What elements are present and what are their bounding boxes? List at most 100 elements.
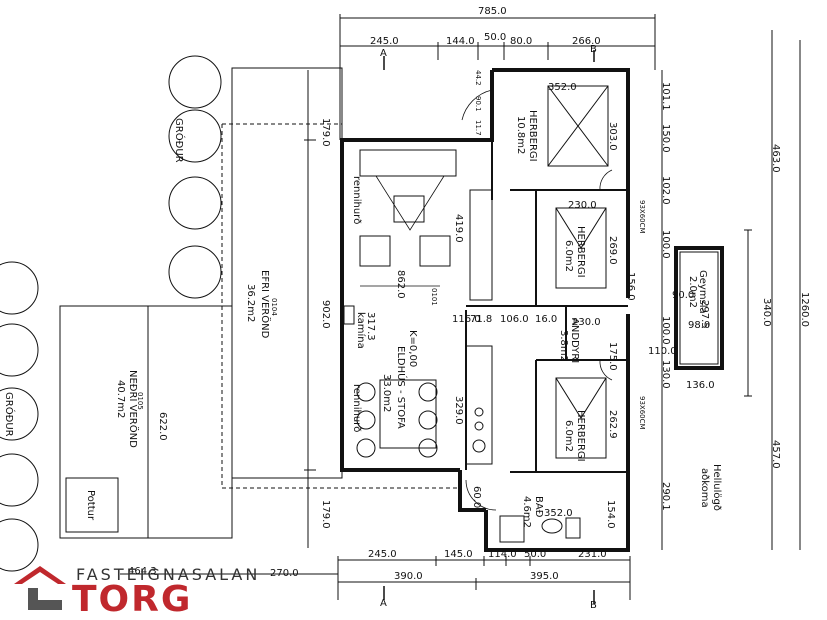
armchair [419, 235, 451, 267]
dim-text: 179.0 [320, 500, 331, 529]
room-name: ELDHÚS - STOFA [395, 346, 408, 429]
room-dim: 317.3 [365, 312, 376, 341]
wall [340, 70, 494, 472]
dim-text: 130.0 [660, 360, 671, 389]
inner-dim: 116.0 [452, 314, 481, 325]
inner-dim: 156.0 [625, 272, 636, 301]
company-logo: FASTEIGNASALAN TORG [14, 565, 260, 620]
view-triangle [360, 175, 445, 287]
inner-dim: 329.0 [453, 396, 464, 425]
overall-width-dim: 785.0 [478, 6, 507, 17]
level-mark: K=0,00 [407, 330, 418, 367]
dim-line [744, 229, 752, 397]
dim-text: 463.0 [770, 144, 781, 173]
room-name: ANDDYRI [569, 318, 580, 363]
dim-text: 457.0 [770, 440, 781, 469]
bed [547, 85, 609, 167]
chair [418, 438, 438, 458]
inner-dim: 44.2 [474, 70, 482, 86]
wall [492, 68, 630, 298]
inner-dim: 16.0 [535, 314, 557, 325]
wall [484, 314, 630, 552]
plant-circle [168, 176, 222, 230]
chair [356, 438, 376, 458]
dim-text: 100.0 [660, 230, 671, 259]
stove-burner [474, 421, 484, 431]
room-name: HERBERGI [575, 410, 586, 462]
chair [418, 382, 438, 402]
room-dim: 262.9 [607, 410, 618, 439]
room-area: 3.8m2 [558, 330, 569, 362]
dim-line [339, 14, 656, 140]
sink [541, 518, 563, 534]
room-area: 6.0m2 [563, 420, 574, 452]
paved-label: Hellulögð [711, 464, 722, 511]
room-area: 4.6m2 [521, 496, 532, 528]
logo-top-text: FASTEIGNASALAN [76, 565, 260, 584]
room-name: EFRI VERÖND [259, 270, 272, 339]
section-mark-b: B [590, 44, 597, 55]
inner-dim: 106.0 [500, 314, 529, 325]
inner-dim: 60.0 [471, 486, 482, 508]
dim-text: 902.0 [320, 300, 331, 329]
armchair [359, 235, 391, 267]
door-label: rennihurð [351, 176, 362, 224]
dim-text: 179.0 [320, 118, 331, 147]
kitchen-counter [465, 345, 493, 465]
room-name: HERBERGI [527, 110, 538, 162]
room-area: 10.8m2 [515, 116, 526, 154]
storage-inner [679, 251, 719, 365]
plant-circle [0, 387, 39, 441]
room-dim: 230.0 [572, 317, 601, 328]
room-dim: 862.0 [395, 270, 406, 299]
dim-text: 144.0 [446, 36, 475, 47]
dim-text: 50.0 [524, 549, 546, 560]
inner-dim: 175.0 [607, 342, 618, 371]
door-swing [599, 359, 613, 381]
room-area: 40.7m2 [115, 380, 126, 418]
paved-label: aðkoma [699, 468, 710, 508]
plant-label: GRÓÐUR [173, 118, 186, 163]
plant-circle [168, 55, 222, 109]
section-mark-b: B [590, 600, 597, 611]
bed [555, 207, 607, 289]
dim-text: 390.0 [394, 571, 423, 582]
room-dim: 230.0 [568, 200, 597, 211]
inner-dim: 90.0 [672, 290, 694, 301]
door-label: rennihurð [351, 384, 362, 432]
dim-text: 50.0 [484, 32, 506, 43]
room-dim: 352.0 [544, 508, 573, 519]
dim-text: 245.0 [368, 549, 397, 560]
window-size: 93X60CM [638, 200, 646, 234]
fireplace-label: kamína [355, 312, 367, 349]
room-code: 0104 [270, 298, 278, 316]
plant-circle [168, 245, 222, 299]
lower-deck [59, 305, 233, 539]
chair [356, 382, 376, 402]
room-dim: 303.0 [607, 122, 618, 151]
chair [418, 410, 438, 430]
door-swing [461, 89, 493, 121]
room-code: 0101 [430, 288, 438, 306]
room-dim: 269.0 [607, 236, 618, 265]
dim-text: 266.0 [572, 36, 601, 47]
room-dim: 98.0 [688, 320, 710, 331]
inner-dim: 90.1 [474, 96, 482, 112]
house-logo-icon [14, 566, 66, 584]
dining-table [379, 379, 437, 449]
dim-text: 290.1 [660, 482, 671, 511]
dim-text: 80.0 [510, 36, 532, 47]
plant-circle [0, 323, 39, 377]
dim-line [338, 578, 630, 590]
chair [356, 410, 376, 430]
dim-line [340, 42, 655, 60]
hot-tub [65, 477, 119, 533]
plant-circle [0, 453, 39, 507]
section-mark-a: A [380, 598, 387, 609]
dim-text: 270.0 [270, 568, 299, 579]
dim-line [337, 556, 631, 600]
room-area: 36.2m2 [245, 284, 256, 322]
room-dim: 297.5 [699, 300, 710, 329]
room-name: BAÐ [533, 496, 544, 518]
sofa [359, 149, 457, 177]
